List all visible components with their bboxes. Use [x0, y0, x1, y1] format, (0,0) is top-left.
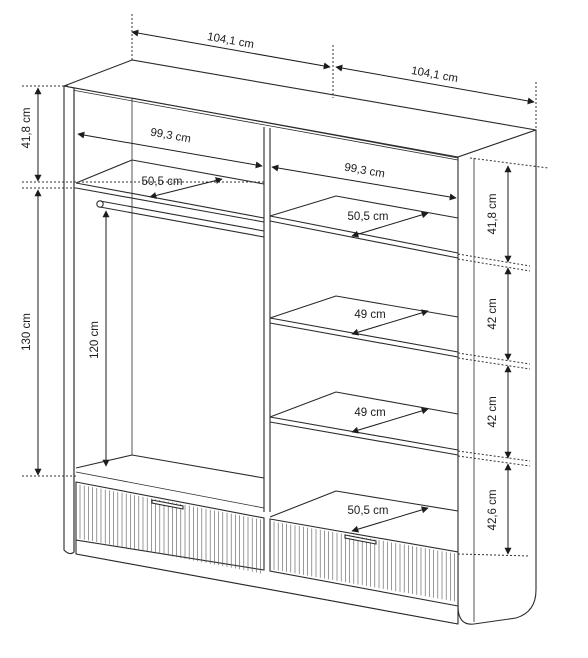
- center-divider: [263, 127, 271, 512]
- label-shelf1-depth: 50,5 cm: [348, 211, 389, 223]
- left-side-panel: [63, 85, 75, 555]
- left-top-shelf: [75, 159, 265, 223]
- dim-shelf1-depth: [351, 211, 429, 238]
- dim-left-shelf-depth: [149, 177, 223, 199]
- guide-lines: [22, 14, 549, 557]
- label-left-shelf-width: 99,3 cm: [149, 127, 191, 146]
- dim-top-right-width: [335, 64, 535, 105]
- dim-top-left-width: [131, 29, 331, 70]
- wardrobe-body: [61, 59, 537, 625]
- dim-bottom-depth: [351, 506, 429, 533]
- label-top-right-width: 104,1 cm: [410, 65, 459, 85]
- label-top-left-width: 104,1 cm: [206, 31, 255, 51]
- label-right-shelf-width: 99,3 cm: [343, 162, 385, 181]
- dimension-arrows: [34, 29, 535, 555]
- dim-left-shelf-width: [77, 131, 263, 169]
- label-right-h2: 42 cm: [487, 298, 499, 329]
- drawers: [75, 481, 459, 625]
- right-shelves: [269, 195, 459, 518]
- wardrobe-top: [61, 59, 537, 158]
- drawer-handle-left: [151, 499, 184, 510]
- label-right-h3: 42 cm: [487, 396, 499, 427]
- dim-shelf3-depth: [351, 407, 429, 434]
- label-shelf3-depth: 49 cm: [354, 407, 385, 419]
- label-left-bottom-height: 130 cm: [21, 313, 33, 351]
- dim-shelf2-depth: [351, 309, 429, 336]
- label-left-shelf-depth: 50,5 cm: [142, 176, 183, 188]
- hanging-rail: [99, 200, 265, 238]
- right-side-panel: [457, 129, 537, 625]
- label-shelf2-depth: 49 cm: [354, 309, 385, 321]
- label-bottom-depth: 50,5 cm: [348, 505, 389, 517]
- drawer-handle-right: [344, 534, 377, 545]
- label-right-h1: 41,8 cm: [487, 194, 499, 235]
- label-right-h4: 42,6 cm: [487, 490, 499, 531]
- label-rail-height: 120 cm: [89, 321, 101, 359]
- label-left-top-height: 41,8 cm: [21, 108, 33, 149]
- dim-right-shelf-width: [271, 164, 457, 201]
